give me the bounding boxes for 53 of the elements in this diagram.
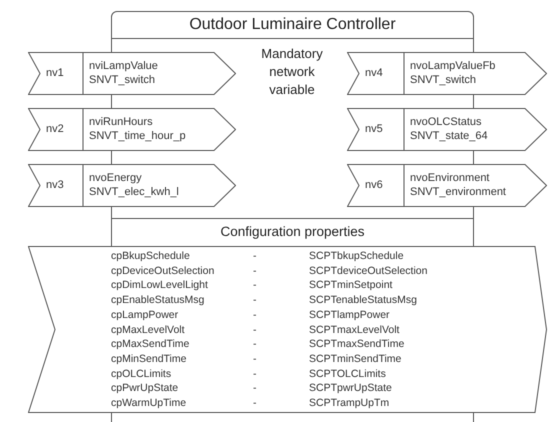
property-name: cpPwrUpState	[111, 381, 178, 396]
variable-number: nv3	[46, 180, 64, 190]
variable-name: nvoEnvironment	[410, 171, 490, 185]
variable-type: SNVT_environment	[410, 185, 506, 199]
variable-type: SNVT_elec_kwh_l	[89, 185, 179, 199]
dash: -	[253, 396, 256, 411]
property-name: cpBkupSchedule	[111, 249, 190, 264]
section-heading: Mandatory network variable	[260, 45, 324, 99]
property-type: SCPTdeviceOutSelection	[309, 264, 428, 278]
property-name: cpEnableStatusMsg	[111, 293, 204, 308]
variable-number: nv4	[365, 68, 383, 78]
property-type: SCPTpwrUpState	[309, 381, 392, 396]
property-name: cpWarmUpTime	[111, 396, 186, 411]
dash: -	[253, 337, 256, 352]
property-type: SCPTbkupSchedule	[309, 249, 404, 264]
variable-name: nvoOLCStatus	[410, 115, 483, 129]
property-type: SCPTmaxSendTime	[309, 337, 404, 352]
variable-type: SNVT_switch	[89, 73, 156, 87]
dash: -	[253, 366, 256, 382]
property-type: SCPTminSendTime	[309, 352, 402, 367]
dash: -	[253, 381, 256, 396]
property-type: SCPTmaxLevelVolt	[309, 322, 400, 338]
variable-number: nv6	[365, 180, 383, 190]
dash: -	[253, 322, 256, 338]
variable-name: nvoLampValueFb	[410, 59, 496, 73]
variable-name: nvoEnergy	[89, 171, 143, 185]
property-name: cpOLCLimits	[111, 366, 172, 382]
dash: -	[253, 278, 256, 294]
variable-type: SNVT_state_64	[410, 129, 488, 143]
variable-number: nv2	[46, 124, 64, 134]
dash: -	[253, 352, 256, 367]
dash: -	[253, 293, 256, 308]
property-name: cpDimLowLevelLight	[111, 278, 208, 294]
dash: -	[253, 264, 256, 278]
property-name: cpLampPower	[111, 308, 178, 323]
dash: -	[253, 249, 256, 264]
property-name: cpDeviceOutSelection	[111, 264, 214, 278]
dash: -	[253, 308, 256, 323]
property-type: SCPTOLCLimits	[309, 366, 386, 382]
property-name: cpMaxSendTime	[111, 337, 190, 352]
property-type: SCPTminSetpoint	[309, 278, 392, 294]
property-name: cpMaxLevelVolt	[111, 322, 185, 338]
variable-name: nviLampValue	[89, 59, 158, 73]
variable-number: nv5	[365, 124, 383, 134]
variable-number: nv1	[46, 68, 64, 78]
variable-name: nviRunHours	[89, 115, 154, 129]
variable-type: SNVT_switch	[410, 73, 478, 87]
property-type: SCPTenableStatusMsg	[309, 293, 417, 308]
property-name: cpMinSendTime	[111, 352, 186, 367]
controller-title: Outdoor Luminaire Controller	[111, 11, 474, 39]
property-type: SCPTrampUpTm	[309, 396, 390, 411]
variable-type: SNVT_time_hour_p	[89, 129, 186, 143]
property-type: SCPTlampPower	[309, 308, 390, 323]
